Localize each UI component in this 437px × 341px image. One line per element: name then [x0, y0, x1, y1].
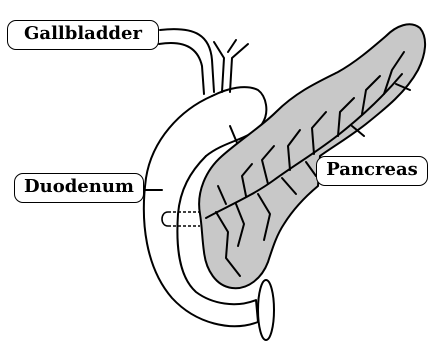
- hepatic-duct-top: [228, 40, 236, 52]
- ampulla-cap: [162, 212, 168, 226]
- hepatic-duct-left: [214, 42, 224, 92]
- duodenum-cut-end: [258, 280, 274, 340]
- bile-duct: [160, 29, 214, 92]
- ampulla-duct-dashed: [168, 212, 200, 226]
- gallbladder-label: Gallbladder: [7, 20, 159, 50]
- pancreas-label: Pancreas: [316, 156, 428, 186]
- bile-duct-inner: [159, 43, 204, 94]
- duodenum-label: Duodenum: [14, 173, 144, 203]
- hepatic-duct-right: [230, 44, 248, 92]
